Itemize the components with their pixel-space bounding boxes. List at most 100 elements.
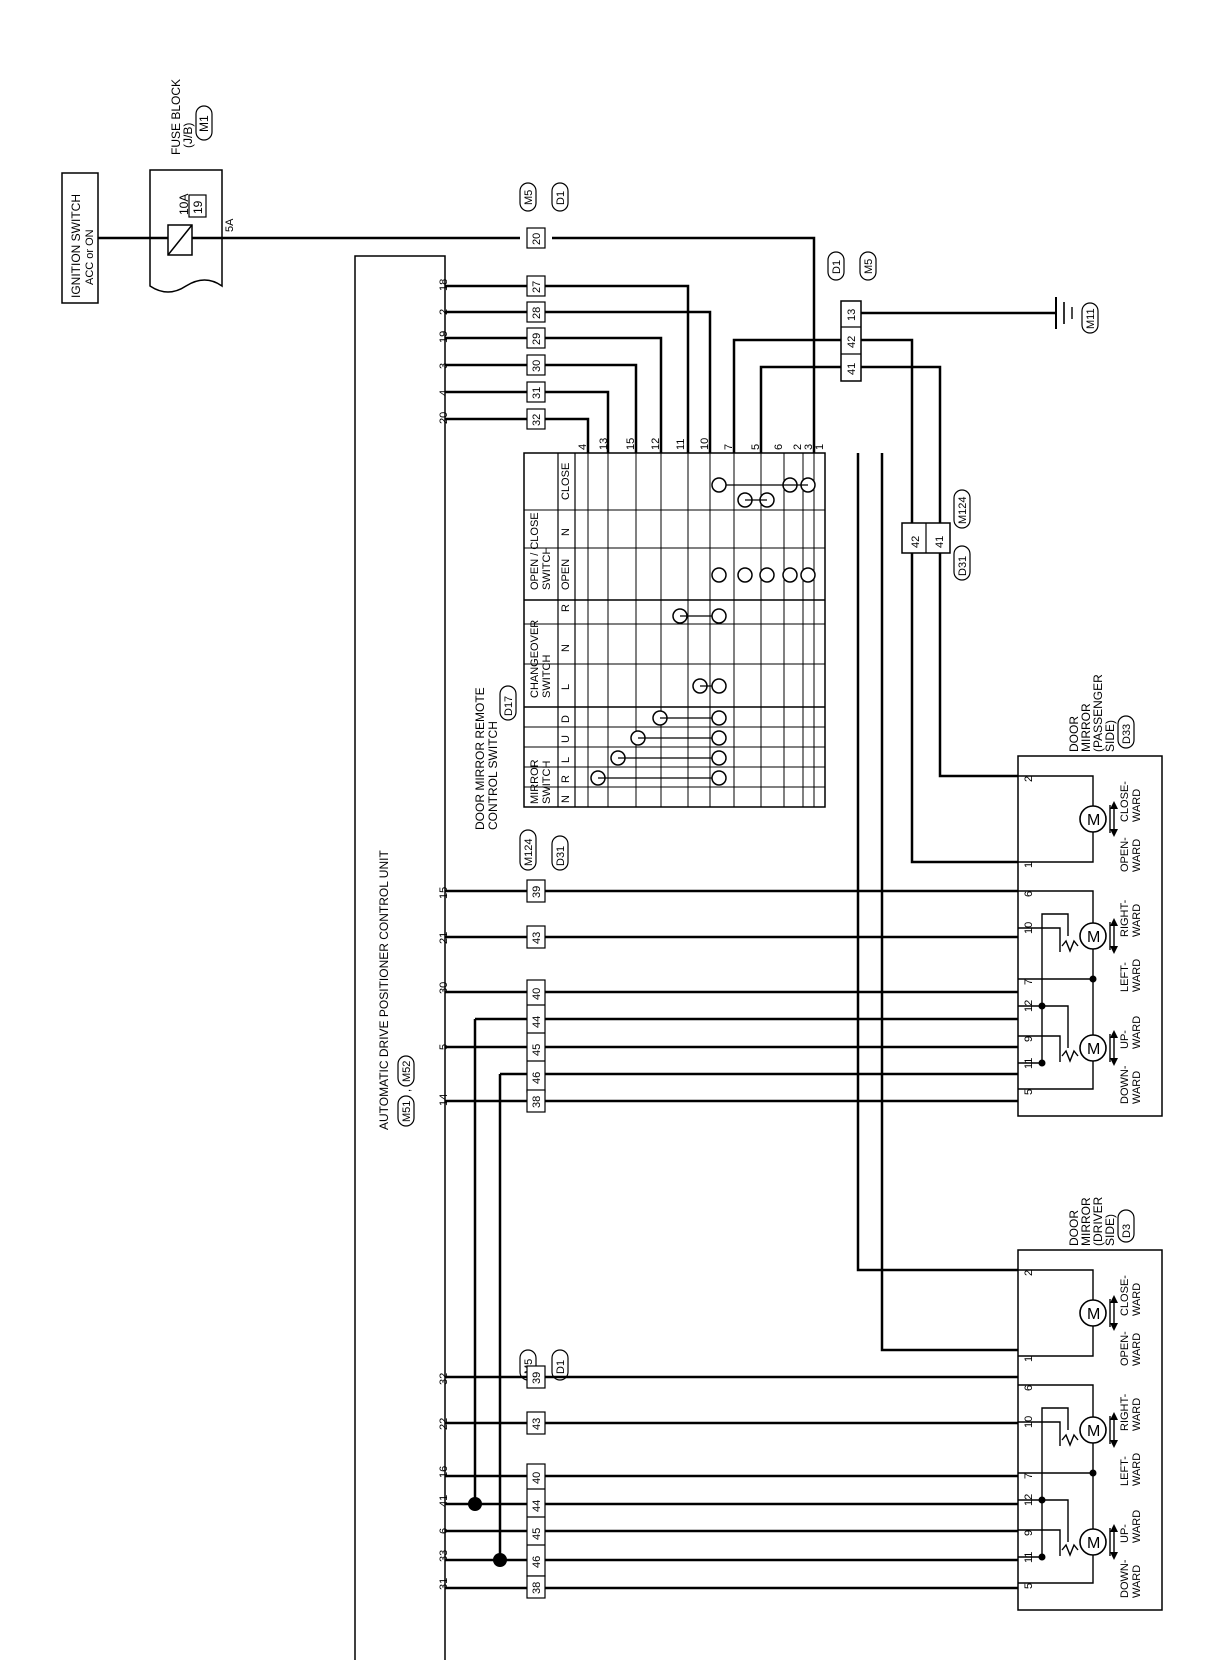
- top-pin-31: 31: [531, 387, 543, 399]
- ignition-switch-label: IGNITION SWITCH: [69, 194, 83, 298]
- pass-connector-a: M124: [957, 496, 969, 524]
- fuse-amp: 10A: [177, 194, 191, 215]
- top-pin-32: 32: [531, 414, 543, 426]
- direction-label-ward: WARD: [1131, 839, 1143, 872]
- mirror-title-2: MIRROR: [1079, 703, 1093, 752]
- mirror-pin-5: 5: [1023, 1583, 1035, 1589]
- switch-pin-3: 3: [803, 444, 815, 450]
- col-mirror-n: N: [560, 795, 572, 803]
- direction-label-ward: WARD: [1131, 1453, 1143, 1486]
- mirror-title-3: (PASSENGER: [1091, 674, 1105, 752]
- switch-pin-5: 5: [750, 444, 762, 450]
- switch-pin-12: 12: [650, 438, 662, 450]
- contact-point: [800, 567, 816, 583]
- mirror-title-4: SIDE): [1103, 1214, 1117, 1246]
- mirror-pin-1: 1: [1023, 862, 1035, 868]
- cu-pin-19: 19: [438, 331, 450, 343]
- openclose-hdr1: OPEN / CLOSE: [529, 512, 541, 590]
- ground-connector-a: D1: [831, 260, 843, 274]
- col-mirror-r: R: [560, 775, 572, 783]
- mirror-switch-hdr2: SWITCH: [541, 761, 553, 804]
- contact-point: [759, 567, 775, 583]
- cu-pin-32: 32: [438, 1373, 450, 1385]
- switch-pin-2: 2: [792, 444, 804, 450]
- remote-switch-connector: D17: [503, 696, 515, 716]
- low-pin-43: 43: [531, 1418, 543, 1430]
- mid-connector-b: D31: [555, 846, 567, 866]
- mirror-connector: D33: [1121, 724, 1133, 744]
- col-change-r: R: [560, 604, 572, 612]
- switch-pin-6: 6: [773, 444, 785, 450]
- ignition-switch-mode: ACC or ON: [84, 229, 96, 285]
- fuse-block-jb: (J/B): [181, 123, 195, 148]
- remote-switch: DOOR MIRROR REMOTE CONTROL SWITCH D17 MI…: [473, 438, 826, 830]
- mid-connector: M124 D31 39 43 40 44 45 46 38 15 21 30 5…: [438, 829, 569, 1113]
- cu-pin-6: 6: [438, 1528, 450, 1534]
- col-change-n: N: [560, 644, 572, 652]
- openclose-hdr2: SWITCH: [541, 547, 553, 590]
- col-oc-close: CLOSE: [560, 463, 572, 500]
- low-pin-40: 40: [531, 1472, 543, 1484]
- direction-label: LEFT-: [1119, 1456, 1131, 1486]
- contact-point: [711, 730, 727, 746]
- switch-grid: [524, 453, 826, 808]
- cu-pin-15: 15: [438, 887, 450, 899]
- col-change-l: L: [560, 684, 572, 690]
- contact-point: [711, 770, 727, 786]
- direction-label-ward: WARD: [1131, 789, 1143, 822]
- top-pin-29: 29: [531, 333, 543, 345]
- contact-point: [737, 567, 753, 583]
- changeover-hdr2: SWITCH: [541, 655, 553, 698]
- ground-pin-42: 42: [846, 336, 858, 348]
- mirror-pin-9: 9: [1023, 1530, 1035, 1536]
- low-pin-39: 39: [531, 1372, 543, 1384]
- mirror-pin-2: 2: [1023, 1270, 1035, 1276]
- motor-label: M: [1087, 812, 1100, 829]
- motor-label: M: [1087, 1535, 1100, 1552]
- direction-label-ward: WARD: [1131, 904, 1143, 937]
- mirror-title-4: SIDE): [1103, 720, 1117, 752]
- control-unit-conn1: M51: [401, 1101, 413, 1122]
- switch-pin-7: 7: [723, 444, 735, 450]
- splice-dot: [468, 1497, 482, 1511]
- motor-label: M: [1087, 1306, 1100, 1323]
- low-pin-44: 44: [531, 1500, 543, 1512]
- switch-pin-11: 11: [675, 439, 687, 450]
- ground-connector: D1 M5 13 42 41 M11: [827, 251, 1099, 382]
- direction-label-ward: WARD: [1131, 1016, 1143, 1049]
- mirror-pin-1: 1: [1023, 1356, 1035, 1362]
- top-connector: M5 D1 20 27 28 29 30 31 32 18 2 19 3 4 2…: [438, 182, 569, 430]
- direction-label: OPEN-: [1119, 837, 1131, 872]
- cu-pin-5: 5: [438, 1044, 450, 1050]
- contact-point: [711, 710, 727, 726]
- pass-connector-b: D31: [957, 556, 969, 576]
- cu-pin-22: 22: [438, 1418, 450, 1430]
- wire-5a: 5A: [224, 218, 236, 232]
- direction-label: LEFT-: [1119, 962, 1131, 992]
- col-oc-open: OPEN: [560, 559, 572, 590]
- low-connector: M5 D1 39 43 40 44 45 46 38 32 22 16 41 6…: [438, 1349, 569, 1599]
- col-oc-n: N: [560, 528, 572, 536]
- col-mirror-u: U: [560, 735, 572, 743]
- switch-pin-1: 1: [814, 444, 826, 450]
- cu-pin-4: 4: [438, 390, 450, 396]
- motor-label: M: [1087, 1041, 1100, 1058]
- mirror-connector: D3: [1121, 1224, 1133, 1238]
- motor-label: M: [1087, 1423, 1100, 1440]
- mirror-pin-2: 2: [1023, 776, 1035, 782]
- mid-pin-40: 40: [531, 988, 543, 1000]
- mid-pin-44: 44: [531, 1016, 543, 1028]
- contact-point: [711, 567, 727, 583]
- direction-label: CLOSE-: [1119, 781, 1131, 822]
- top-pin-27: 27: [531, 281, 543, 293]
- mid-pin-38: 38: [531, 1096, 543, 1108]
- top-pin-30: 30: [531, 360, 543, 372]
- mirror-title-1: DOOR: [1067, 1210, 1081, 1246]
- fuse-block-label: FUSE BLOCK: [169, 79, 183, 155]
- col-mirror-l: L: [560, 757, 572, 763]
- mid-pin-39: 39: [531, 886, 543, 898]
- ground-pin-13: 13: [846, 309, 858, 321]
- ignition-switch: IGNITION SWITCH ACC or ON: [61, 172, 99, 304]
- mid-pin-45: 45: [531, 1044, 543, 1056]
